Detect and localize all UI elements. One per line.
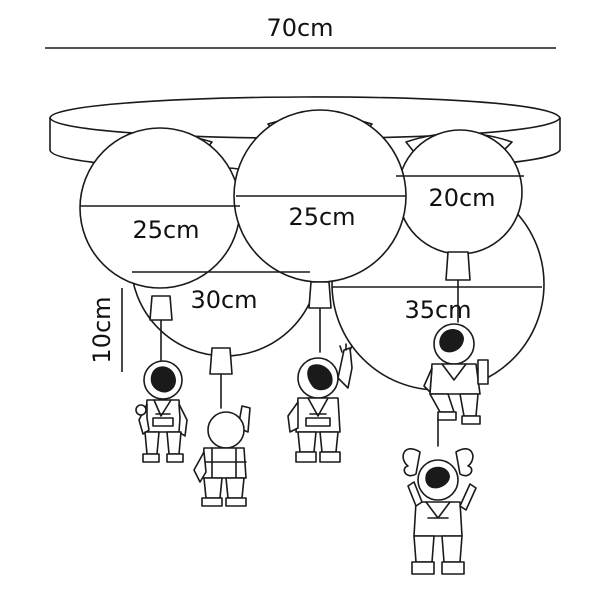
globe-center-label: 25cm bbox=[288, 203, 355, 231]
globe-back-left-label: 30cm bbox=[190, 286, 257, 314]
astronaut-figure-2 bbox=[193, 405, 251, 507]
lamp-holder-1 bbox=[149, 295, 173, 361]
overall-width-label: 70cm bbox=[266, 14, 333, 42]
drop-height-label: 10cm bbox=[88, 296, 116, 363]
globe-left-label: 25cm bbox=[132, 216, 199, 244]
astronaut-figure-4 bbox=[423, 323, 489, 425]
globe-right-small-label: 20cm bbox=[428, 184, 495, 212]
lamp-holder-2 bbox=[209, 347, 233, 409]
astronaut-figure-1 bbox=[135, 360, 188, 463]
globe-left bbox=[79, 127, 241, 289]
astronaut-figure-5 bbox=[402, 448, 477, 575]
astronaut-figure-3 bbox=[287, 343, 353, 463]
globe-right-small bbox=[397, 129, 523, 255]
lamp-holder-4 bbox=[445, 251, 471, 323]
globe-back-right-label: 35cm bbox=[404, 296, 471, 324]
lamp-holder-3 bbox=[308, 281, 332, 353]
